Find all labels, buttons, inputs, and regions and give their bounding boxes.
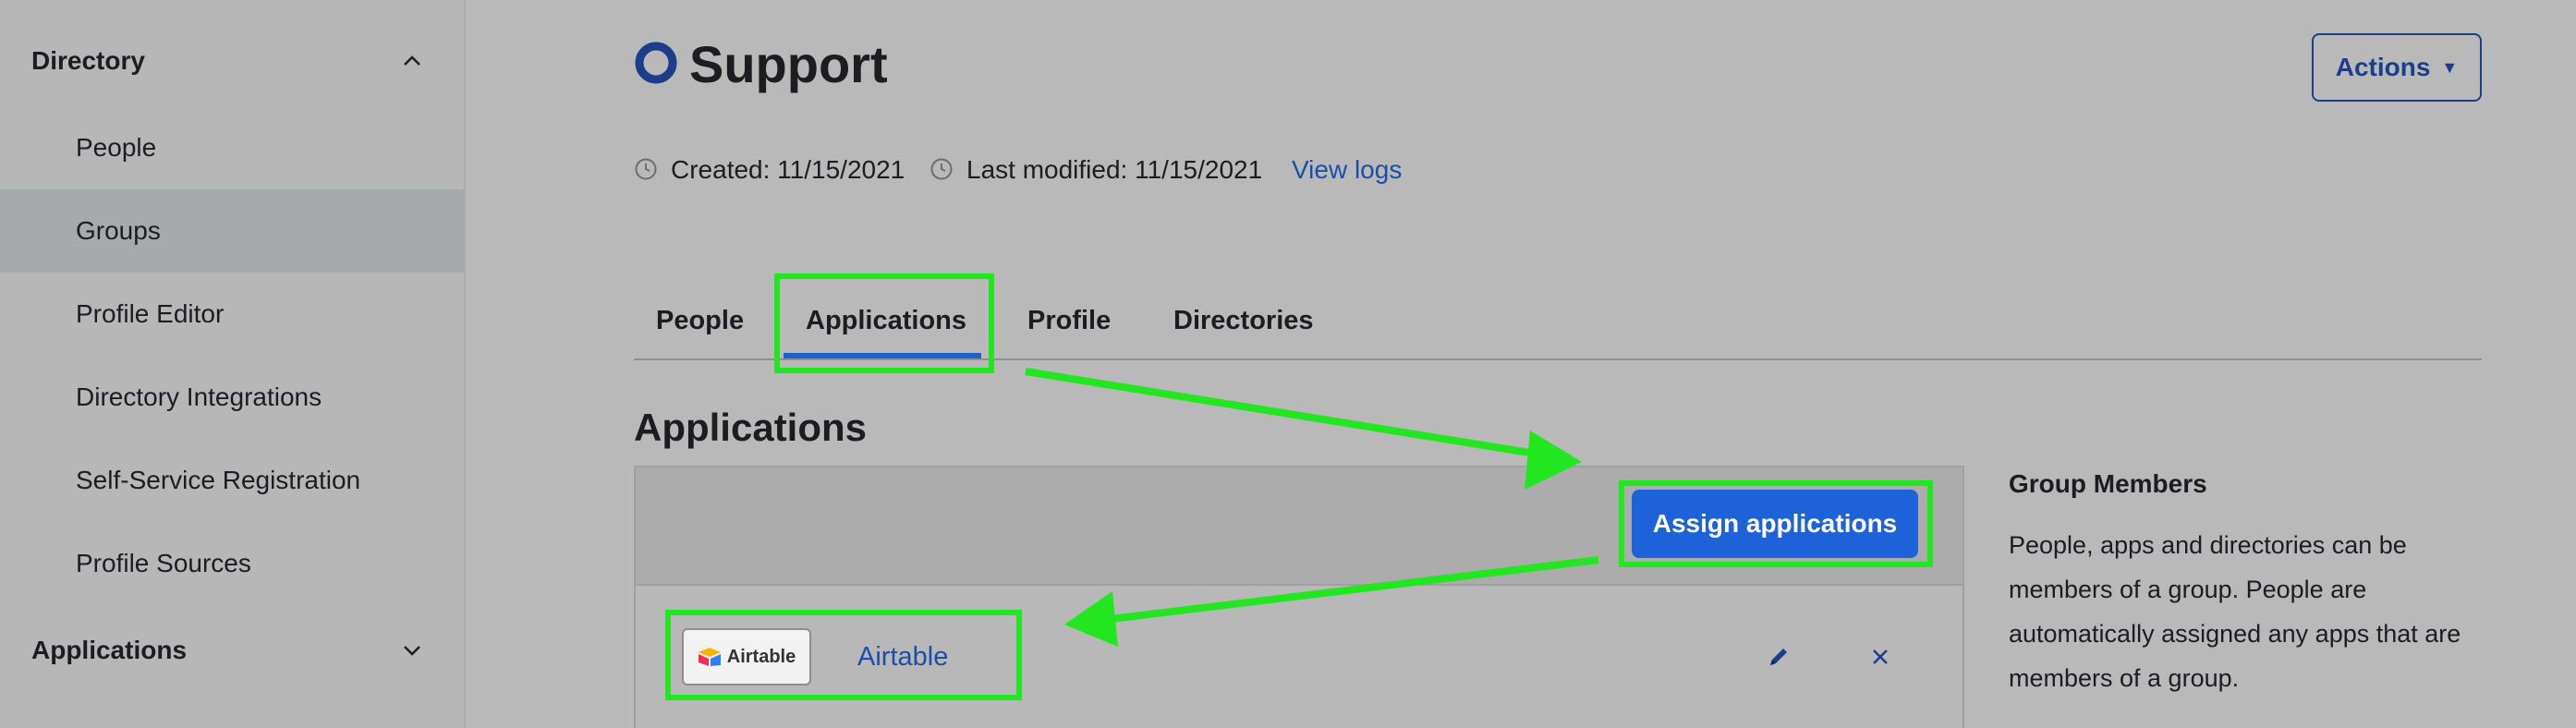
section-heading: Applications [634, 406, 868, 449]
active-tab-indicator [784, 353, 981, 358]
caret-down-icon: ▼ [2441, 57, 2459, 77]
clock-icon [635, 158, 657, 180]
group-members-description: People, apps and directories can be memb… [2009, 531, 2461, 692]
arrowhead-icon [1064, 591, 1118, 647]
app-name-link[interactable]: Airtable [857, 642, 949, 672]
modified-date: Last modified: 11/15/2021 [966, 155, 1263, 184]
sidebar-item-profile-editor[interactable]: Profile Editor [76, 299, 225, 328]
chevron-up-icon[interactable] [399, 48, 425, 74]
tab-applications[interactable]: Applications [806, 306, 967, 335]
sidebar-item-profile-sources[interactable]: Profile Sources [76, 549, 251, 577]
page-title: Support [689, 35, 888, 93]
chevron-down-icon[interactable] [399, 637, 425, 663]
arrowhead-icon [1525, 431, 1582, 490]
sidebar-item-people[interactable]: People [76, 133, 157, 162]
arrow-to-assign [1025, 368, 1542, 458]
tabs-divider [634, 358, 2482, 360]
tab-profile[interactable]: Profile [1027, 306, 1112, 335]
app-logo: Airtable [682, 628, 811, 686]
close-icon[interactable] [1866, 643, 1894, 671]
arrow-to-app [1110, 556, 1599, 623]
view-logs-link[interactable]: View logs [1292, 155, 1403, 184]
actions-button[interactable]: Actions ▼ [2312, 33, 2482, 102]
sidebar-section-directory[interactable]: Directory [31, 46, 145, 75]
applications-panel [634, 466, 1964, 728]
sidebar-item-self-service-registration[interactable]: Self-Service Registration [76, 466, 361, 494]
sidebar-item-directory-integrations[interactable]: Directory Integrations [76, 382, 322, 411]
group-icon [635, 42, 677, 84]
tab-people[interactable]: People [656, 306, 745, 335]
edit-pencil-icon[interactable] [1765, 643, 1792, 671]
assign-applications-button[interactable]: Assign applications [1632, 490, 1918, 558]
sidebar-section-applications[interactable]: Applications [31, 636, 188, 664]
group-members-heading: Group Members [2009, 469, 2207, 498]
created-date: Created: 11/15/2021 [671, 155, 905, 184]
clock-icon [930, 158, 953, 180]
tab-directories[interactable]: Directories [1173, 306, 1314, 335]
airtable-logo-icon [698, 648, 721, 666]
sidebar: Directory People Groups Profile Editor D… [0, 0, 466, 728]
sidebar-item-groups[interactable]: Groups [0, 189, 464, 273]
